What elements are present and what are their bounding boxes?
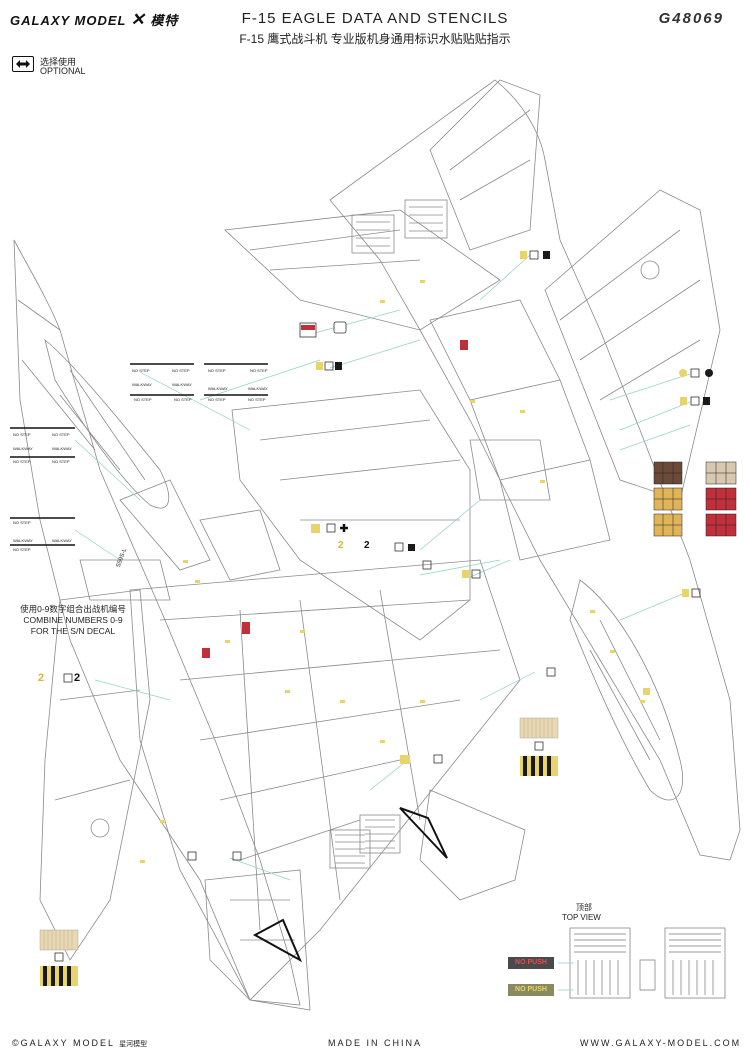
top-view-label-cn: 顶部: [576, 903, 592, 912]
stencil-walkway-2: WALKWAY: [172, 382, 192, 387]
optional-legend-icon: [12, 56, 34, 72]
stencil-no-step-10: NO STEP: [52, 432, 70, 437]
brand-name: GALAXY MODEL: [10, 13, 127, 28]
stencil-no-step-8: NO STEP: [248, 397, 266, 402]
stencil-walkway-8: WALKWAY: [52, 538, 72, 543]
stencil-no-step-14: NO STEP: [13, 547, 31, 552]
stencil-walkway-5: WALKWAY: [13, 446, 33, 451]
optional-label-en: OPTIONAL: [40, 66, 86, 76]
kit-number: G48069: [658, 10, 724, 27]
stencil-no-step-1: NO STEP: [132, 368, 150, 373]
top-view-nozzles: [569, 927, 726, 999]
stencil-walkway-3: WALKWAY: [208, 386, 228, 391]
stencil-walkway-6: WALKWAY: [52, 446, 72, 451]
panel-decal-swatches: [653, 461, 737, 537]
footer-copyright-cn: 星河模型: [119, 1041, 148, 1048]
number-2-yellow: 2: [338, 540, 344, 551]
page-title: F-15 EAGLE DATA AND STENCILS: [241, 10, 509, 27]
top-view-label-en: TOP VIEW: [562, 913, 601, 922]
stencil-walkway-1: WALKWAY: [132, 382, 152, 387]
no-push-decal-yellow: NO PUSH: [508, 984, 554, 996]
stencil-markers: [63, 250, 713, 963]
footer-website: WWW.GALAXY-MODEL.COM: [580, 1038, 742, 1048]
optional-label-cn: 选择使用: [40, 57, 77, 67]
serial-digit-black: 2: [74, 672, 81, 684]
brand-x-mark: ✕: [130, 10, 146, 29]
serial-note-cn: 使用0-9数字组合出战机编号: [20, 604, 126, 614]
stencil-no-step-9: NO STEP: [13, 432, 31, 437]
serial-note-en-1: COMBINE NUMBERS 0-9: [23, 615, 123, 625]
stencil-no-step-4: NO STEP: [174, 397, 192, 402]
stencil-no-step-6: NO STEP: [250, 368, 268, 373]
serial-digit-yellow: 2: [38, 672, 45, 684]
leader-lines: [74, 254, 691, 881]
page-subtitle-cn: F-15 鹰式战斗机 专业版机身通用标识水贴贴贴指示: [239, 32, 511, 46]
stencil-no-step-13: NO STEP: [13, 520, 31, 525]
aircraft-top-view: [224, 79, 741, 861]
stripe-strips: [39, 717, 559, 986]
footer-made-in: MADE IN CHINA: [328, 1038, 423, 1048]
serial-note-en-2: FOR THE S/N DECAL: [30, 626, 116, 636]
stencil-no-step-11: NO STEP: [13, 459, 31, 464]
callout-blocks: [10, 363, 268, 546]
number-2-black: 2: [364, 540, 370, 551]
stencil-no-step-12: NO STEP: [52, 459, 70, 464]
stencil-walkway-7: WALKWAY: [13, 538, 33, 543]
no-push-decal-red: NO PUSH: [508, 957, 554, 969]
footer-copyright-en: ©GALAXY MODEL: [12, 1038, 115, 1048]
footer-copyright: ©GALAXY MODEL 星河模型: [12, 1038, 147, 1049]
aircraft-underside-view: [13, 239, 526, 1011]
brand-logo: GALAXY MODEL✕ 模特: [10, 10, 178, 30]
stencil-no-step-3: NO STEP: [134, 397, 152, 402]
stencil-no-step-7: NO STEP: [208, 397, 226, 402]
stencil-no-step-2: NO STEP: [172, 368, 190, 373]
brand-name-cn: 模特: [150, 13, 179, 28]
stencil-no-step-5: NO STEP: [208, 368, 226, 373]
stripe-strip-bars: [43, 756, 551, 986]
stencil-walkway-4: WALKWAY: [248, 386, 268, 391]
